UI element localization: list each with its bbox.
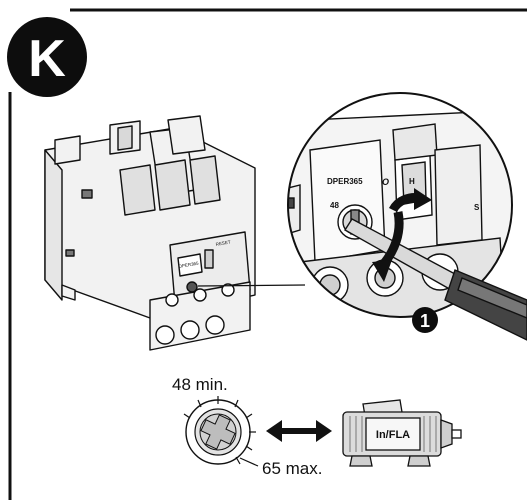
side-label-s: S [474,203,480,212]
frame [8,8,527,500]
switch-label-h: H [409,177,415,186]
relay-model-label: DPER365 [327,177,363,186]
switch-label-o: O [382,177,389,187]
contactor-assembly [44,115,256,351]
relay-small-label-right: RESET [215,239,231,247]
motor-label: In/FLA [376,429,410,441]
callout-number: 1 [420,311,430,331]
motor-icon [342,399,462,467]
step-letter: K [28,30,66,88]
dial-max-label: 65 max. [262,459,322,478]
step-badge: K [7,17,87,97]
relay-dial-value: 48 [330,201,339,210]
zoom-line [197,284,306,287]
zoom-detail [287,92,527,341]
screwdriver [344,218,527,341]
double-arrow [266,420,332,442]
step-callout-1: 1 [412,307,438,333]
adjustment-dial-icon [183,396,259,467]
dial-min-label: 48 min. [172,375,228,394]
relay-small-label-left: DPER365 [178,260,199,268]
